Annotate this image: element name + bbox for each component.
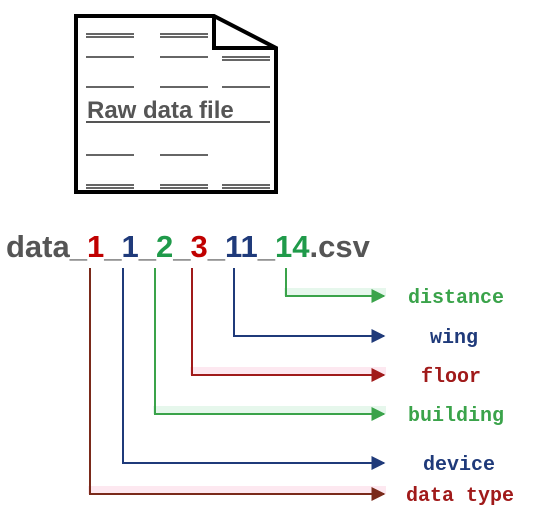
file-icon: Raw data file <box>74 14 278 194</box>
filename-segment: 14 <box>275 229 310 264</box>
field-label-device: device <box>423 454 495 477</box>
filename-segment: 3 <box>190 229 207 264</box>
connector-highlight <box>153 406 386 414</box>
connector-highlight <box>284 288 386 296</box>
filename-segment: _ <box>257 229 276 264</box>
filename-segment: _ <box>207 229 226 264</box>
connector-arrow-device <box>122 268 386 470</box>
filename-text: data_1_1_2_3_11_14.csv <box>6 229 371 264</box>
filename-segment: 11 <box>225 229 258 264</box>
filename-segment: 1 <box>87 229 104 264</box>
connector-highlight <box>190 367 386 375</box>
connector-arrow-wing <box>233 268 386 343</box>
field-label-data-type: data type <box>406 485 514 508</box>
filename-segment: 1 <box>121 229 138 264</box>
filename-segment: _ <box>172 229 191 264</box>
filename-segment: _ <box>103 229 122 264</box>
field-label-building: building <box>408 405 504 428</box>
filename-segment: data_ <box>6 229 88 264</box>
field-label-wing: wing <box>430 327 478 350</box>
connector-lines <box>88 268 386 501</box>
field-label-distance: distance <box>408 287 504 310</box>
field-labels: distance wing floor building device data type <box>406 287 514 508</box>
connector-highlight <box>88 486 386 494</box>
filename-segment: .csv <box>310 229 371 264</box>
connector-arrow-floor <box>191 268 386 382</box>
connector-arrow-data-type <box>89 268 386 501</box>
field-label-floor: floor <box>421 366 481 389</box>
connector-arrow-distance <box>285 268 386 303</box>
file-icon-label: Raw data file <box>87 97 234 124</box>
connector-arrow-building <box>154 268 386 421</box>
filename-segment: 2 <box>156 229 173 264</box>
filename-segment: _ <box>138 229 157 264</box>
